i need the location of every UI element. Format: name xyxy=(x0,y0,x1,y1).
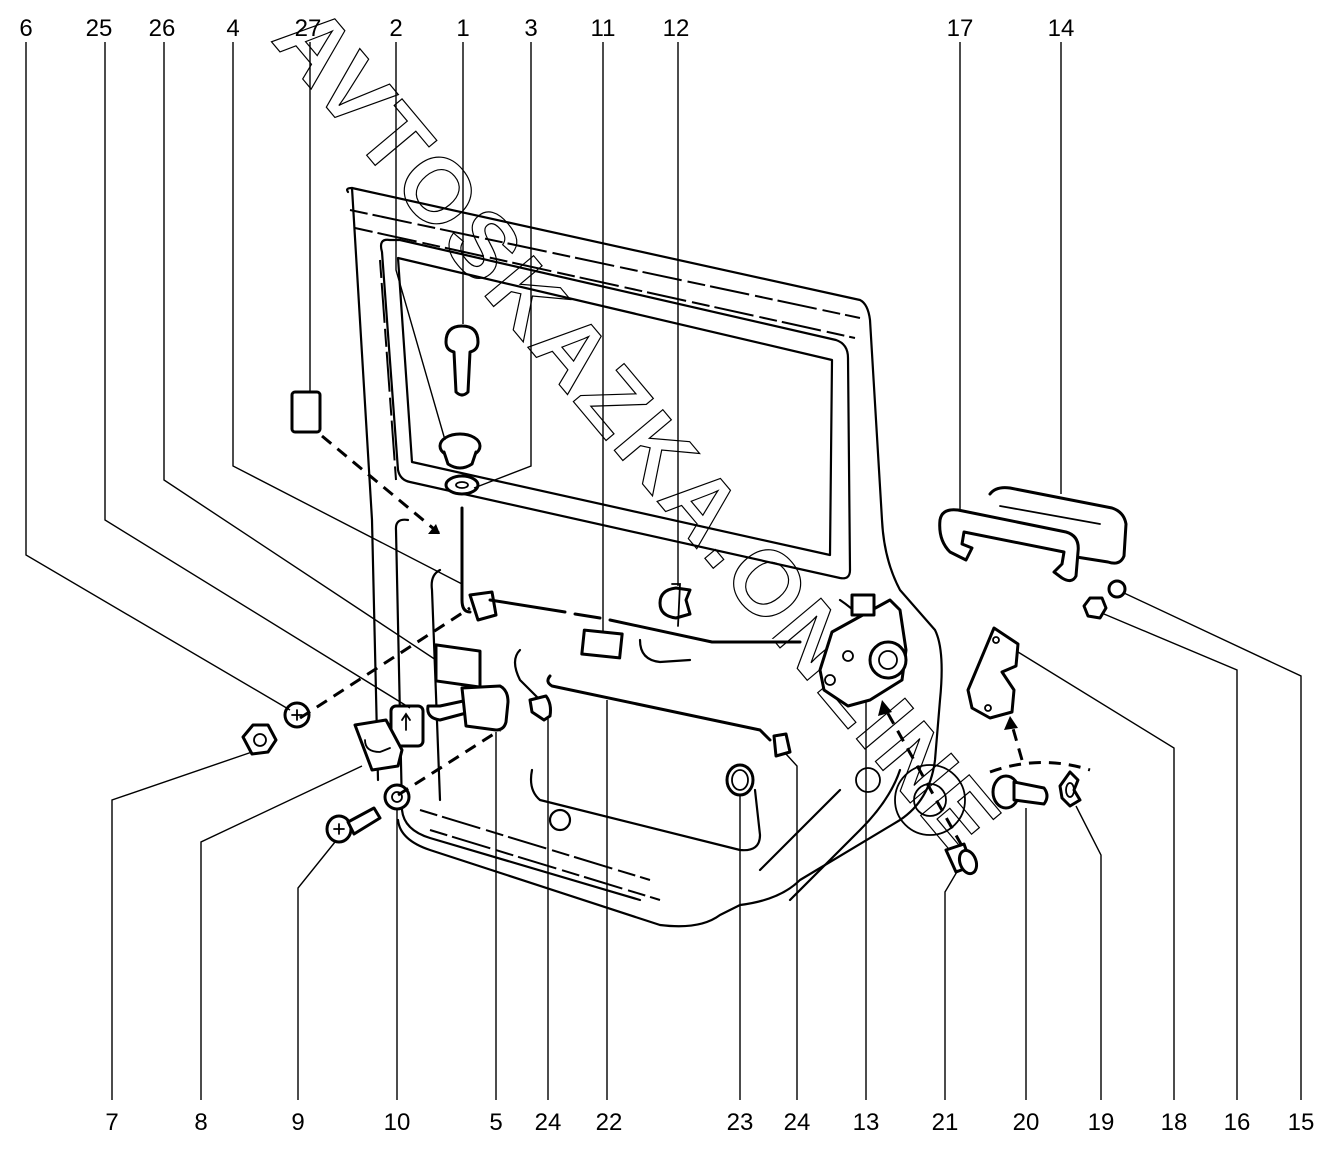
callout-7: 7 xyxy=(105,1109,118,1136)
callout-25: 25 xyxy=(86,15,113,42)
part-11-pad xyxy=(580,628,624,660)
callout-24-left: 24 xyxy=(535,1109,562,1136)
part-7-nut xyxy=(241,723,278,756)
part-8-handle-trim xyxy=(353,718,404,772)
arrow-head-icon xyxy=(428,524,440,534)
part-6-washer xyxy=(283,701,311,729)
callout-8: 8 xyxy=(194,1109,207,1136)
part-1-lock-button xyxy=(444,324,480,397)
part-23-plug xyxy=(725,763,755,797)
callout-2: 2 xyxy=(389,15,402,42)
assembly-arrows xyxy=(299,434,1091,847)
part-15-washer xyxy=(1107,579,1127,599)
callout-19: 19 xyxy=(1088,1109,1115,1136)
callout-6: 6 xyxy=(19,15,32,42)
leader-lines xyxy=(25,42,1302,1100)
callout-17: 17 xyxy=(947,15,974,42)
callout-1: 1 xyxy=(456,15,469,42)
callout-16: 16 xyxy=(1224,1109,1251,1136)
part-5-inner-handle xyxy=(426,684,510,732)
part-17-handle-gasket xyxy=(938,508,1080,583)
part-12-rod-clip xyxy=(658,583,692,627)
callout-20: 20 xyxy=(1013,1109,1040,1136)
callout-18: 18 xyxy=(1161,1109,1188,1136)
door-panel xyxy=(346,186,966,928)
callout-11: 11 xyxy=(591,15,616,42)
part-9-screw xyxy=(325,806,382,844)
callout-10: 10 xyxy=(384,1109,411,1136)
part-4-lock-rod xyxy=(460,506,498,622)
part-3-washer xyxy=(444,474,480,496)
callout-22: 22 xyxy=(596,1109,623,1136)
top-callouts: 6 25 26 4 27 2 1 3 11 12 17 14 xyxy=(19,15,1074,42)
callout-24-right: 24 xyxy=(784,1109,811,1136)
part-14-outer-handle xyxy=(988,486,1128,565)
bottom-callouts: 7 8 9 10 5 24 22 23 24 13 21 20 19 18 16… xyxy=(105,1109,1314,1136)
part-18-striker xyxy=(966,626,1020,720)
arrow-head-icon xyxy=(878,700,892,716)
part-rods xyxy=(488,598,802,742)
part-26-pad xyxy=(434,643,482,689)
callout-5: 5 xyxy=(489,1109,502,1136)
callout-15: 15 xyxy=(1288,1109,1315,1136)
callout-12: 12 xyxy=(663,15,690,42)
part-19-lock-washer xyxy=(1058,770,1082,808)
part-16-nut xyxy=(1082,596,1108,620)
callout-14: 14 xyxy=(1048,15,1075,42)
arrow-head-icon xyxy=(1004,716,1018,730)
part-20-bolt xyxy=(991,774,1049,810)
callout-27: 27 xyxy=(295,15,322,42)
callout-9: 9 xyxy=(291,1109,304,1136)
callout-21: 21 xyxy=(932,1109,959,1136)
callout-23: 23 xyxy=(727,1109,754,1136)
part-21-screw xyxy=(944,842,979,876)
part-2-bushing xyxy=(438,432,482,470)
callout-13: 13 xyxy=(853,1109,880,1136)
callout-26: 26 xyxy=(149,15,176,42)
callout-4: 4 xyxy=(226,15,239,42)
part-13-door-lock xyxy=(818,593,908,708)
part-24-rod-holder-right xyxy=(772,732,792,758)
part-24-rod-holder-left xyxy=(528,694,552,722)
callout-3: 3 xyxy=(524,15,537,42)
part-27-pad xyxy=(290,390,322,434)
